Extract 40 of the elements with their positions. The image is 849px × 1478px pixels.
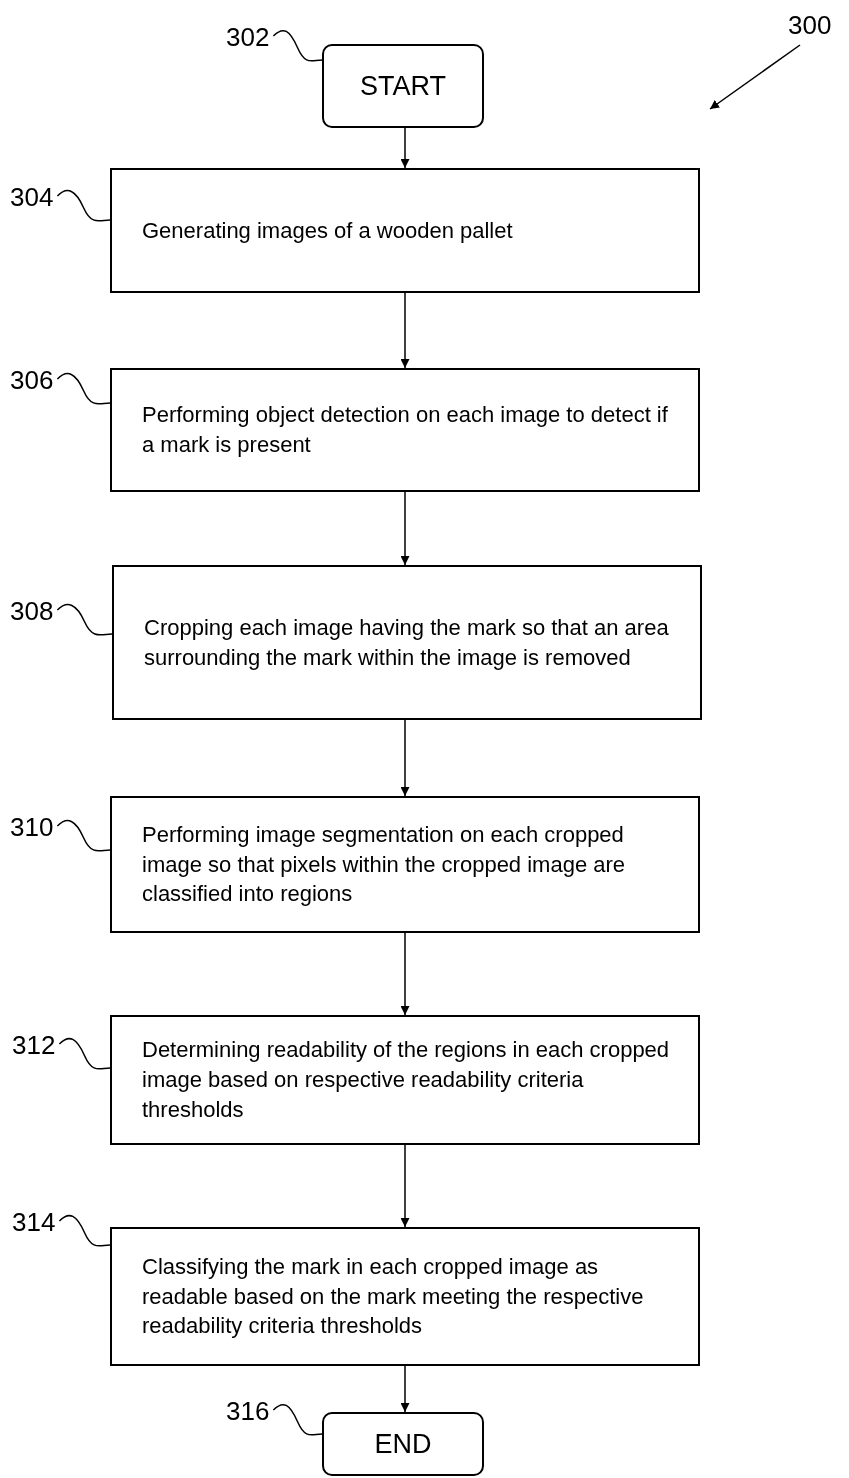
leader-line	[58, 1037, 111, 1070]
step-text: START	[360, 70, 446, 102]
step-text: Performing object detection on each image to detect if a mark is present	[142, 401, 669, 459]
leader-line	[56, 372, 111, 405]
step-text: Determining readability of the regions in each cropped image based on respective readability criteria thresholds	[142, 1036, 671, 1124]
arrow	[400, 1365, 410, 1413]
step-text: Classifying the mark in each cropped image as readable based on the mark meeting the respective readability criteria thresholds	[142, 1252, 645, 1341]
process-box	[110, 1015, 700, 1145]
process-box	[112, 565, 702, 720]
process-box	[110, 368, 700, 492]
arrow	[400, 127, 410, 169]
reference-number: 308	[10, 596, 54, 627]
process-box	[110, 168, 700, 293]
arrow	[400, 932, 410, 1016]
arrow	[400, 719, 410, 797]
leader-line	[272, 29, 323, 62]
leader-line	[58, 1214, 111, 1247]
process-box	[110, 1227, 700, 1366]
reference-number: 314	[12, 1207, 56, 1238]
arrow	[400, 1144, 410, 1228]
reference-number: 312	[12, 1030, 56, 1061]
leader-line	[56, 819, 111, 852]
step-text: Cropping each image having the mark so that an area surrounding the mark within the image is removed	[144, 613, 670, 672]
process-box	[110, 796, 700, 933]
reference-number: 306	[10, 365, 54, 396]
arrow	[400, 292, 410, 369]
reference-number: 300	[788, 10, 832, 41]
terminal-box	[322, 44, 484, 128]
arrow	[709, 44, 801, 110]
terminal-box	[322, 1412, 484, 1476]
reference-number: 302	[226, 22, 270, 53]
arrow	[400, 491, 410, 566]
step-text: Performing image segmentation on each cropped image so that pixels within the cropped image are classified into regions	[142, 820, 627, 909]
step-text: END	[374, 1428, 432, 1460]
reference-number: 304	[10, 182, 54, 213]
leader-line	[272, 1403, 323, 1436]
step-text: Generating images of a wooden pallet	[142, 216, 513, 245]
reference-number: 316	[226, 1396, 270, 1427]
reference-number: 310	[10, 812, 54, 843]
leader-line	[56, 189, 111, 222]
